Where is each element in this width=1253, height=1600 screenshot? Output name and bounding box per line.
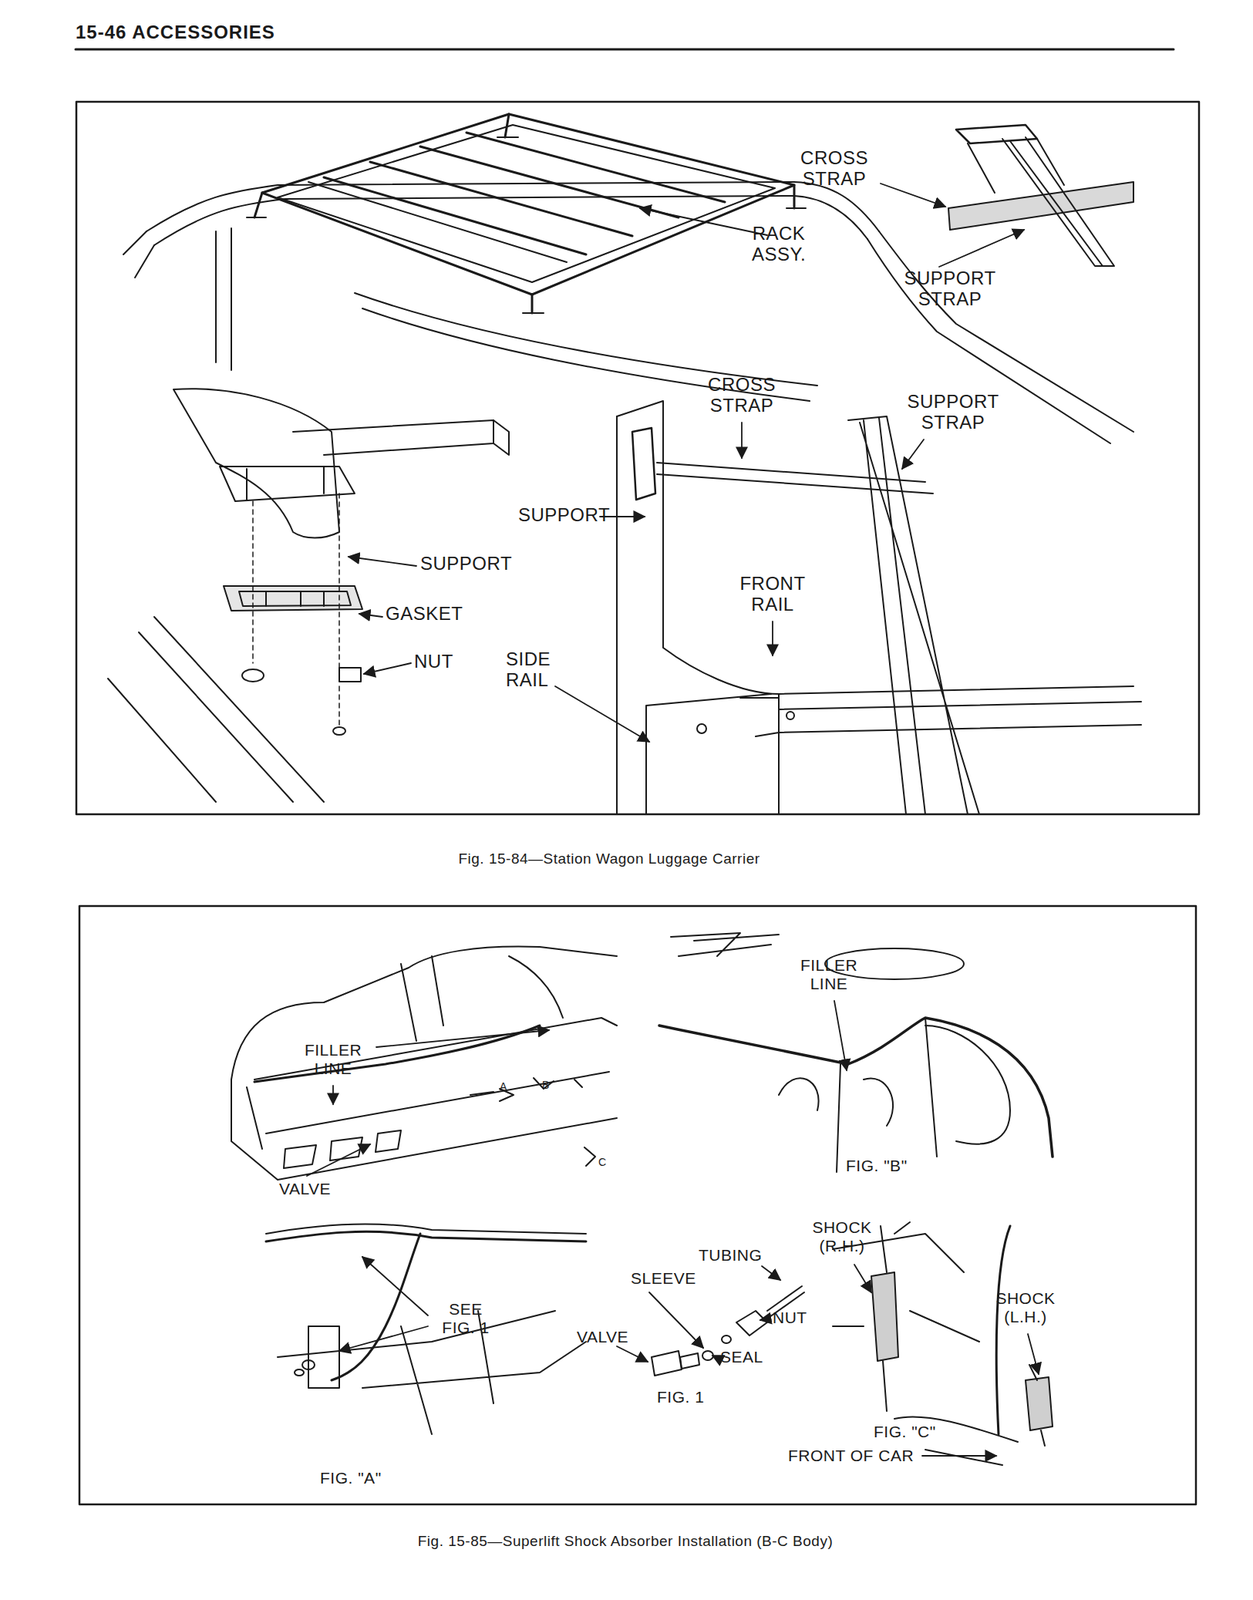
page-header: 15-46 ACCESSORIES xyxy=(75,21,276,44)
part-label: SUPPORT STRAP xyxy=(899,268,1001,310)
part-label: SEAL xyxy=(720,1347,764,1367)
part-label: FILLER LINE xyxy=(786,956,872,993)
part-label: SUPPORT xyxy=(420,553,512,575)
part-label: NUT xyxy=(414,651,454,673)
part-label: NUT xyxy=(772,1308,808,1328)
part-label: CROSS STRAP xyxy=(791,148,877,190)
view-letter: B xyxy=(542,1079,550,1092)
part-label: VALVE xyxy=(279,1179,331,1199)
part-label: CROSS STRAP xyxy=(699,374,785,417)
part-label: TUBING xyxy=(698,1246,762,1265)
figure-caption: Fig. 15-85—Superlift Shock Absorber Inst… xyxy=(417,1532,834,1550)
part-label: SUPPORT xyxy=(518,505,610,526)
part-label: FILLER LINE xyxy=(290,1040,376,1078)
part-label: SIDE RAIL xyxy=(505,649,568,691)
figure-label: FIG. "A" xyxy=(319,1468,382,1488)
part-label: RACK ASSY. xyxy=(736,223,822,266)
figure-label: FIG. 1 xyxy=(656,1387,704,1407)
part-label: SLEEVE xyxy=(630,1269,697,1288)
part-label: VALVE xyxy=(576,1327,629,1347)
figure-label: FIG. "C" xyxy=(873,1422,937,1442)
figure-caption: Fig. 15-84—Station Wagon Luggage Carrier xyxy=(458,850,760,867)
part-label: SUPPORT STRAP xyxy=(902,391,1004,434)
view-letter: C xyxy=(598,1156,607,1169)
part-label: FRONT RAIL xyxy=(734,573,812,616)
part-label: SHOCK (L.H.) xyxy=(990,1289,1061,1326)
part-label: SHOCK (R.H.) xyxy=(807,1218,877,1255)
figure-label: FIG. "B" xyxy=(845,1156,908,1176)
part-label: GASKET xyxy=(385,603,463,625)
part-label: FRONT OF CAR xyxy=(788,1446,914,1466)
part-label: SEE FIG. 1 xyxy=(431,1300,501,1337)
view-letter: A xyxy=(499,1081,508,1094)
